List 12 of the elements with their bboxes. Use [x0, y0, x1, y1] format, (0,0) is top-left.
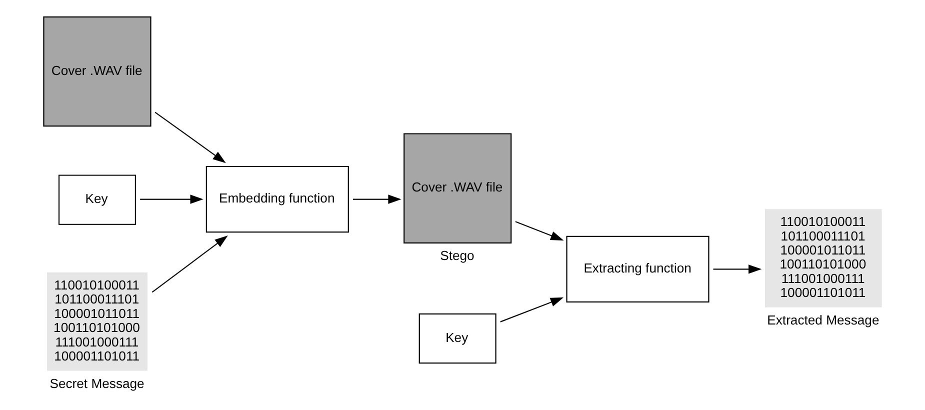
- node-label: Extracted Message: [767, 312, 880, 328]
- arrow: [515, 221, 564, 241]
- arrow: [152, 236, 228, 293]
- arrow: [154, 112, 226, 164]
- node-box: 110010100011 101100011101 100001011011 100110101000 111001000111 100001101011: [764, 209, 882, 308]
- node-label: Stego: [440, 248, 474, 263]
- node-label: Secret Message: [50, 376, 144, 391]
- arrow: [713, 264, 762, 274]
- arrow: [500, 297, 564, 322]
- arrow: [352, 194, 402, 204]
- node-box: 110010100011 101100011101 100001011011 100110101000 111001000111 100001101011: [47, 272, 148, 371]
- arrow: [140, 194, 204, 204]
